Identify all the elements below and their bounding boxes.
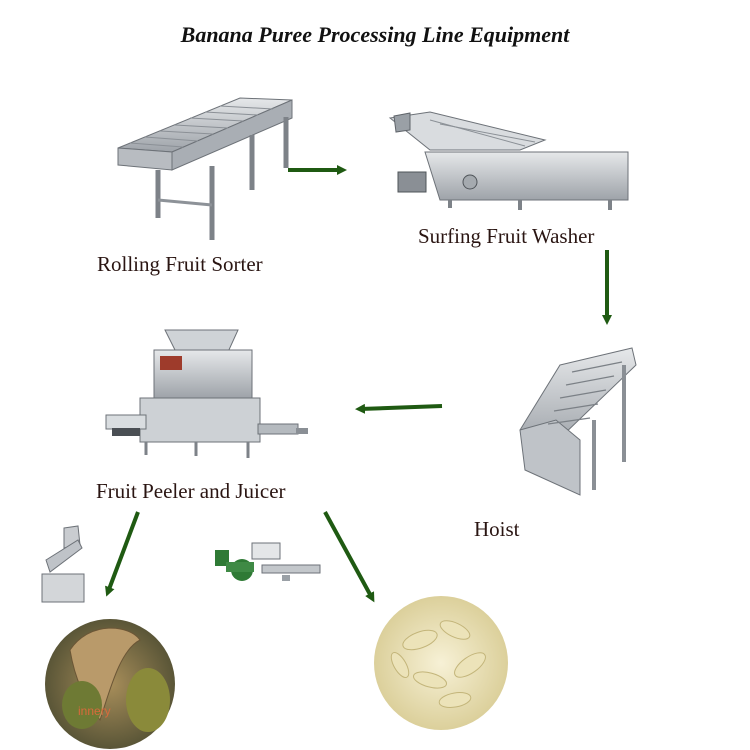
arrow-hoist-to-peeler [355,403,443,414]
diagram-title: Banana Puree Processing Line Equipment [180,22,570,47]
label-surfing-fruit-washer: Surfing Fruit Washer [418,224,595,248]
fruit-peeler-and-juicer-illustration [105,329,308,458]
pump-illustration [215,542,321,581]
banana-peels-photo: innery [45,619,175,749]
label-fruit-peeler-and-juicer: Fruit Peeler and Juicer [96,479,286,503]
arrow-peeler-to-pulp [323,511,375,603]
screw-conveyor-illustration [41,525,85,603]
hoist-illustration [519,347,637,496]
banana-pulp-photo [374,596,508,730]
label-rolling-fruit-sorter: Rolling Fruit Sorter [97,252,263,276]
surfing-fruit-washer-illustration [388,111,629,210]
label-hoist: Hoist [474,517,520,541]
watermark-text: innery [78,704,111,718]
rolling-fruit-sorter-illustration [117,97,293,240]
arrow-peeler-to-peels [105,511,140,597]
